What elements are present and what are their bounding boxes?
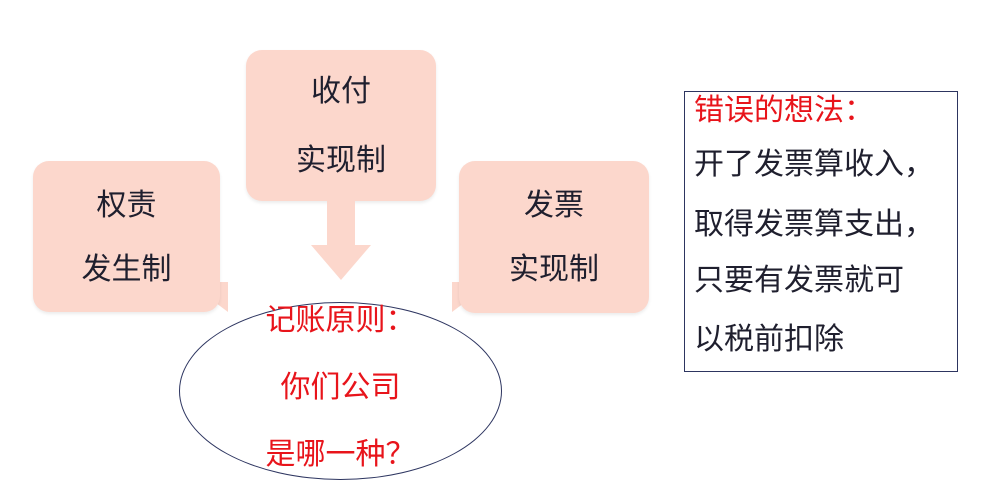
- accrual-basis-card: 权责 发生制: [33, 161, 220, 312]
- wrong-idea-box: [684, 91, 958, 372]
- wrong-idea-line: 取得发票算支出，: [694, 207, 934, 242]
- accounting-principle-ellipse: [179, 302, 502, 480]
- accrual-basis-line1: 权责: [96, 188, 157, 223]
- cash-basis-card: 收付 实现制: [246, 50, 436, 201]
- ellipse-line3: 是哪一种？: [265, 437, 416, 472]
- wrong-idea-line: 只要有发票就可: [694, 263, 904, 298]
- invoice-basis-card: 发票 实现制: [459, 161, 649, 313]
- cash-basis-line1: 收付: [311, 74, 371, 109]
- wrong-idea-title: 错误的想法：: [694, 93, 874, 128]
- wrong-idea-line: 以税前扣除: [694, 322, 844, 357]
- down-arrow-icon: [311, 200, 371, 280]
- invoice-basis-line2: 实现制: [509, 252, 599, 287]
- accrual-basis-line2: 发生制: [81, 252, 172, 287]
- ellipse-line2: 你们公司: [280, 370, 401, 405]
- cash-basis-line2: 实现制: [296, 143, 386, 178]
- wrong-idea-line: 开了发票算收入，: [694, 147, 934, 182]
- invoice-basis-line1: 发票: [524, 188, 584, 223]
- ellipse-line1: 记账原则：: [265, 303, 416, 338]
